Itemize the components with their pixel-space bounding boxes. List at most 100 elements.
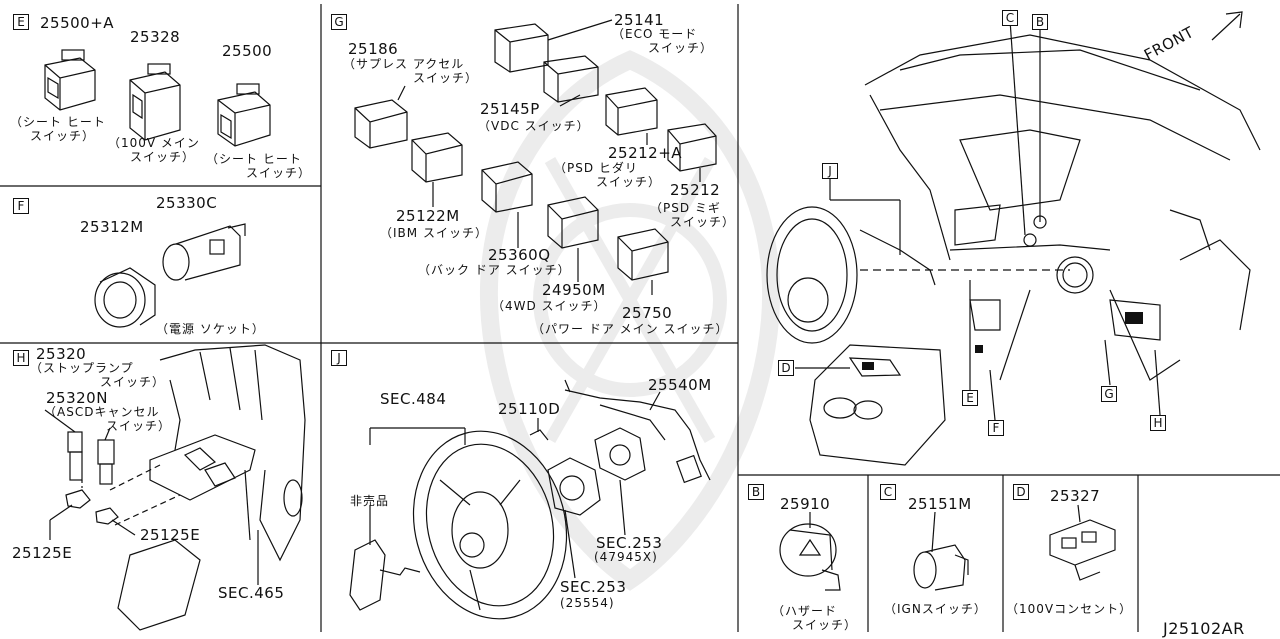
- part-number: 25500+A: [40, 14, 115, 32]
- section-letter-h: H: [13, 350, 29, 366]
- part-desc: スイッチ）: [106, 419, 172, 433]
- part-number: 25330C: [156, 194, 218, 212]
- part-number: 25360Q: [488, 246, 551, 264]
- dash-switch-detail: [1125, 312, 1143, 324]
- part-number: 25327: [1050, 487, 1101, 505]
- callout-c: C: [1002, 10, 1018, 26]
- callout-f: F: [988, 420, 1004, 436]
- overview-steering-drawing: [766, 206, 936, 344]
- bottom-leader-lines: [809, 504, 1081, 553]
- part-desc: （PSD ヒダリ: [554, 161, 638, 175]
- section-letter-f: F: [13, 198, 29, 214]
- seat-heat-switch-a-drawing: [44, 49, 96, 111]
- stop-lamp-switch-drawing: [65, 431, 119, 525]
- part-desc: 非売品: [350, 494, 390, 508]
- console-outlet-detail: [862, 362, 874, 370]
- part-number: 25141: [614, 11, 665, 29]
- overview-leader-lines: [795, 19, 1161, 421]
- pedal-bracket-drawing: [149, 344, 306, 562]
- part-desc: (25554): [560, 596, 615, 610]
- power-socket-ring-drawing: [94, 267, 156, 328]
- part-number: 25212: [670, 181, 721, 199]
- part-number: 25320N: [46, 389, 108, 407]
- part-number: 25540M: [648, 376, 712, 394]
- part-number: 25145P: [480, 100, 540, 118]
- part-desc: スイッチ）: [648, 41, 714, 55]
- part-number: 25110D: [498, 400, 561, 418]
- part-number: SEC.465: [218, 584, 285, 602]
- part-number: 25328: [130, 28, 181, 46]
- 100v-main-switch-drawing: [129, 63, 181, 141]
- callout-g: G: [1101, 386, 1117, 402]
- part-desc: （バック ドア スイッチ）: [418, 263, 571, 277]
- part-desc: スイッチ）: [413, 71, 479, 85]
- part-number: SEC.253: [560, 578, 627, 596]
- part-number: 25151M: [908, 495, 972, 513]
- part-desc: （電源 ソケット）: [156, 322, 265, 336]
- section-letter-b: B: [748, 484, 764, 500]
- part-desc: （シート ヒート: [10, 115, 106, 129]
- callout-d: D: [778, 360, 794, 376]
- part-number: 25500: [222, 42, 273, 60]
- part-desc: （シート ヒート: [206, 152, 302, 166]
- part-number: 25122M: [396, 207, 460, 225]
- part-number: 25910: [780, 495, 831, 513]
- callout-j: J: [822, 163, 838, 179]
- section-letter-g: G: [331, 14, 347, 30]
- pedal-pad-drawing: [117, 539, 201, 631]
- part-desc: （サプレス アクセル: [343, 57, 465, 71]
- diagram-code: J25102AR: [1163, 619, 1245, 638]
- clock-spring-drawing: [529, 427, 646, 516]
- steering-switch-pad-drawing: [349, 505, 421, 611]
- combination-switch-drawing: [564, 379, 711, 484]
- part-number: 25125E: [12, 544, 73, 562]
- h-leader-lines: [44, 409, 259, 585]
- j-leader-lines: [369, 391, 661, 579]
- seat-heat-switch-b-drawing: [217, 83, 271, 147]
- part-number: 25186: [348, 40, 399, 58]
- part-number: 25125E: [140, 526, 201, 544]
- part-desc: （パワー ドア メイン スイッチ）: [532, 322, 729, 336]
- ignition-switch-drawing: [913, 544, 969, 591]
- part-desc: スイッチ）: [130, 150, 196, 164]
- callout-b: B: [1032, 14, 1048, 30]
- hazard-switch-drawing: [779, 523, 841, 591]
- part-desc: スイッチ）: [30, 129, 96, 143]
- part-desc: （100V メイン: [108, 136, 200, 150]
- part-number: 24950M: [542, 281, 606, 299]
- steering-wheel-drawing: [412, 430, 568, 620]
- overview-console-drawing: [809, 344, 946, 466]
- g-leader-lines: [397, 19, 701, 295]
- dash-detail: [975, 345, 983, 353]
- part-desc: スイッチ）: [100, 375, 166, 389]
- part-desc: （IGNスイッチ）: [884, 602, 987, 616]
- callout-h: H: [1150, 415, 1166, 431]
- part-number: 25320: [36, 345, 87, 363]
- part-desc: （ECO モード: [612, 27, 698, 41]
- part-desc: （VDC スイッチ）: [478, 119, 590, 133]
- callout-e: E: [962, 390, 978, 406]
- part-desc: スイッチ）: [246, 166, 312, 180]
- part-desc: （IBM スイッチ）: [380, 226, 488, 240]
- part-desc: スイッチ）: [792, 618, 858, 632]
- part-number: SEC.484: [380, 390, 447, 408]
- part-desc: （4WD スイッチ）: [492, 299, 607, 313]
- front-arrow-icon: [1211, 11, 1243, 41]
- part-desc: スイッチ）: [596, 175, 662, 189]
- section-letter-j: J: [331, 350, 347, 366]
- section-letter-e: E: [13, 14, 29, 30]
- part-desc: （100Vコンセント）: [1006, 602, 1133, 616]
- power-socket-body-drawing: [162, 223, 246, 281]
- part-desc: (47945X): [594, 550, 658, 564]
- instrument-panel-drawing: [864, 34, 1261, 381]
- part-number: 25312M: [80, 218, 144, 236]
- section-letter-c: C: [880, 484, 896, 500]
- g-switch-drawings: [354, 23, 717, 281]
- part-desc: （ハザード: [772, 604, 838, 618]
- part-desc: （ストップランプ: [30, 361, 134, 375]
- part-desc: スイッチ）: [670, 215, 736, 229]
- part-number: 25212+A: [608, 144, 683, 162]
- part-desc: （PSD ミギ: [650, 201, 721, 215]
- part-number: 25750: [622, 304, 673, 322]
